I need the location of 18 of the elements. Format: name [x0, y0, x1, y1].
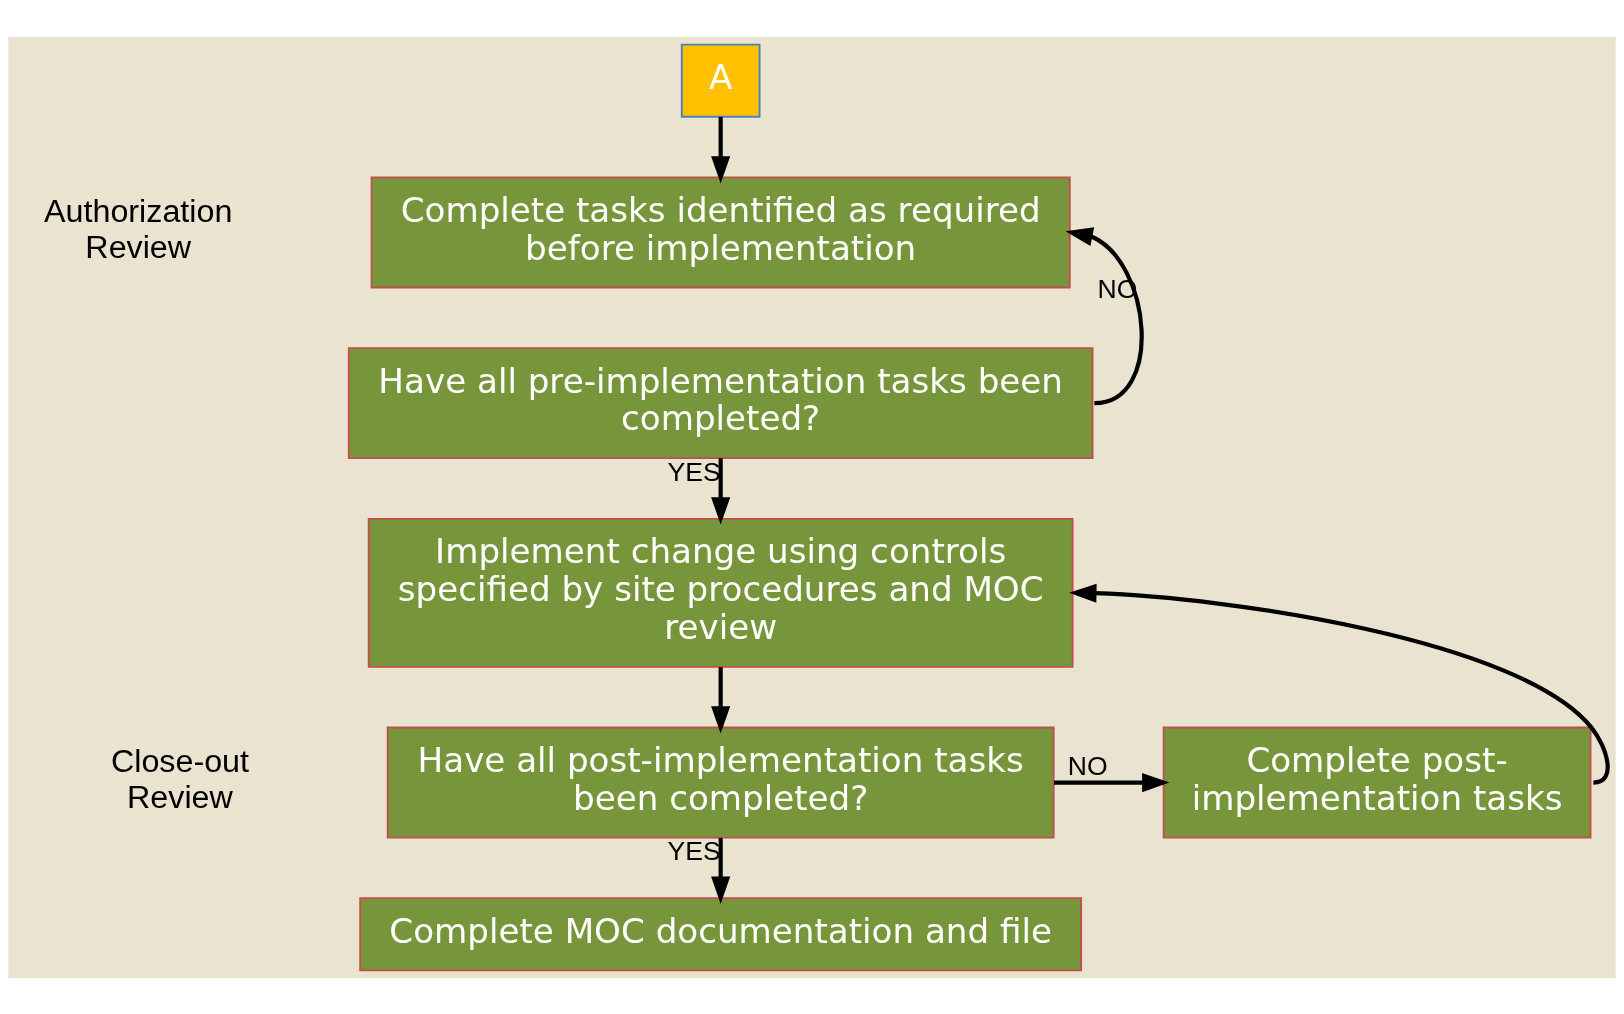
node-box: Complete tasks identified as required before implementation [370, 175, 1071, 288]
arrow [711, 837, 731, 904]
edge-label: YES [667, 456, 721, 487]
node-box: Have all post-implementation tasks been completed? [386, 726, 1055, 839]
arrow [1065, 226, 1144, 405]
arrow [711, 116, 731, 184]
arrow [711, 666, 731, 733]
arrow [1069, 583, 1610, 785]
node-box: Complete post-implementation tasks [1162, 726, 1592, 839]
node-box: Complete MOC documentation and file [359, 896, 1083, 971]
node-box: Implement change using controls specified by site procedures and MOC review [367, 517, 1074, 668]
node-box: A [680, 43, 761, 118]
label: Close-out Review [110, 742, 249, 815]
arrow [711, 457, 731, 525]
label: Authorization Review [44, 192, 233, 265]
edge-label: NO [1067, 750, 1108, 781]
node-box: Have all pre-implementation tasks been completed? [347, 346, 1094, 459]
arrow [1054, 772, 1170, 792]
